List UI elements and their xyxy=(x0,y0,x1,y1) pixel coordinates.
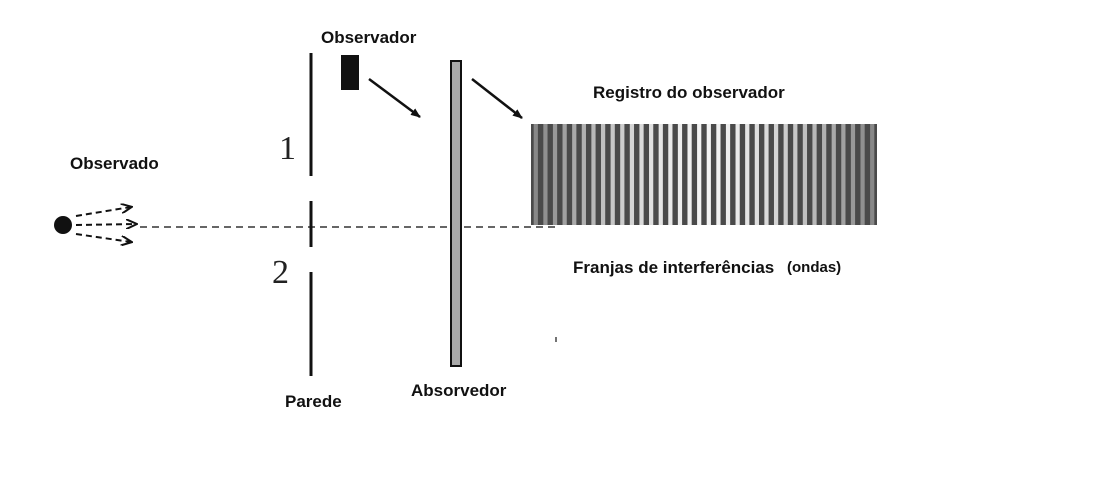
fringes-label: Franjas de interferências xyxy=(573,258,774,277)
fringe-band xyxy=(812,124,817,225)
fringe-band xyxy=(629,124,635,225)
fringe-band xyxy=(697,124,702,225)
wall-label: Parede xyxy=(285,392,342,411)
observer-arrow-2 xyxy=(471,78,523,119)
fringe-band xyxy=(802,124,808,225)
fringe-band xyxy=(783,124,788,225)
fringe-band xyxy=(649,124,654,225)
slit-2-label: 2 xyxy=(272,254,289,291)
fringe-band xyxy=(610,124,615,225)
fringe-band xyxy=(687,124,692,225)
fringe-band xyxy=(543,124,548,225)
fringe-band xyxy=(581,124,586,225)
fringes-note-label: (ondas) xyxy=(787,259,841,276)
fringe-band xyxy=(870,124,875,225)
fringe-band xyxy=(572,124,577,225)
fringe-band xyxy=(562,124,567,225)
observer-arrow-1 xyxy=(368,77,421,119)
observer-detector xyxy=(341,55,359,90)
emission-arrow-bottom xyxy=(75,233,131,242)
fringe-band xyxy=(850,124,856,225)
fringe-band xyxy=(754,124,759,225)
fringe-band xyxy=(841,124,846,225)
fringe-band xyxy=(725,124,731,225)
fringe-band xyxy=(773,124,779,225)
fringe-band xyxy=(677,124,683,225)
emission-arrow-middle xyxy=(75,224,136,225)
fringe-band xyxy=(716,124,721,225)
observer-record-label: Registro do observador xyxy=(593,83,785,102)
absorber-plate xyxy=(450,60,462,367)
fringe-band xyxy=(860,124,865,225)
fringe-band xyxy=(745,124,750,225)
fringe-band xyxy=(620,124,625,225)
fringe-band xyxy=(793,124,798,225)
fringe-band xyxy=(764,124,769,225)
fringe-background xyxy=(531,124,877,225)
fringe-band xyxy=(706,124,711,225)
fringe-band xyxy=(668,124,673,225)
fringe-band xyxy=(639,124,644,225)
observer-label: Observador xyxy=(321,28,417,47)
fringe-band xyxy=(658,124,663,225)
fringe-band xyxy=(591,124,596,225)
source-dot xyxy=(54,216,72,234)
interference-fringe-screen xyxy=(531,124,877,225)
fringe-band xyxy=(552,124,558,225)
emission-arrow-top xyxy=(75,207,131,217)
fringe-band xyxy=(600,124,606,225)
observed-label: Observado xyxy=(70,154,159,173)
fringe-band xyxy=(735,124,740,225)
emission-arrows xyxy=(75,207,136,242)
fringe-band xyxy=(831,124,836,225)
absorber-label: Absorvedor xyxy=(411,381,507,400)
fringe-band xyxy=(822,124,827,225)
slit-1-label: 1 xyxy=(279,130,296,167)
fringe-band xyxy=(533,124,538,225)
